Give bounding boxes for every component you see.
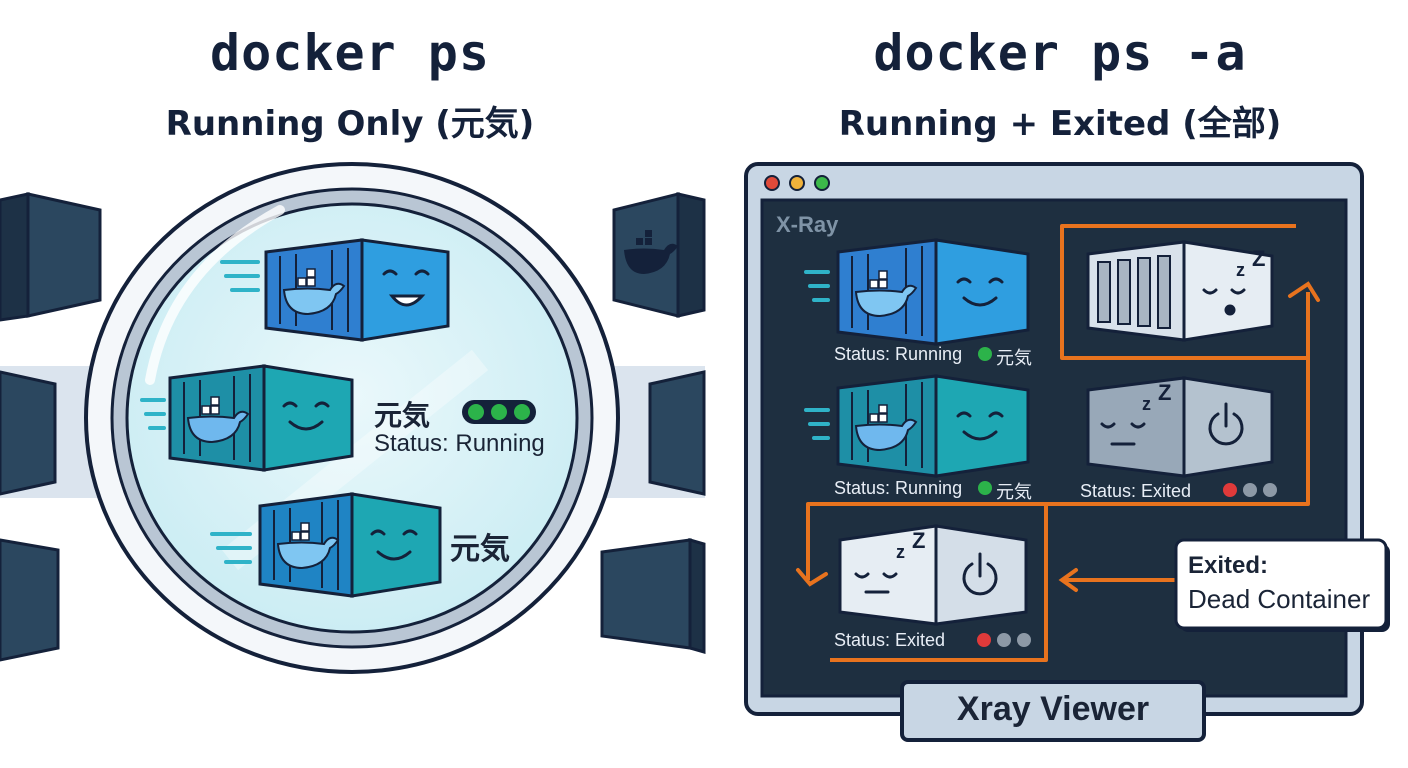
status-lights-green <box>462 400 536 424</box>
xray-exited-container-1: z Z <box>1086 240 1274 342</box>
left-command-title: docker ps <box>210 24 490 82</box>
lens-glare <box>145 205 285 385</box>
power-icon <box>1208 402 1244 446</box>
window-close-dot[interactable] <box>764 175 780 191</box>
label-genki-2: 元気 <box>450 533 510 566</box>
docker-whale-icon <box>624 230 678 274</box>
smile-face-icon <box>956 411 1004 441</box>
label-genki-1: 元気 <box>374 400 431 431</box>
status-dot-green <box>978 481 992 495</box>
xray-exited-container-3: z Z <box>838 524 1031 647</box>
genki-text-1: 元気 <box>996 348 1032 368</box>
smile-face-icon <box>282 401 330 431</box>
background-box-right-bottom <box>600 538 706 654</box>
smile-face-icon <box>956 277 1004 307</box>
running-container-3 <box>210 492 442 598</box>
status-text-exited-2: Status: Exited <box>834 630 946 650</box>
power-icon <box>962 552 998 596</box>
svg-text:Z: Z <box>1158 380 1171 405</box>
status-text-running-2: Status: Running <box>834 478 963 498</box>
exited-callout <box>1174 538 1388 630</box>
docker-whale-icon <box>282 268 346 316</box>
zzz-icon: z <box>1236 260 1245 280</box>
xray-viewer-tab <box>900 680 1206 742</box>
right-command-title: docker ps -a <box>873 24 1247 82</box>
happy-face-icon <box>382 269 430 307</box>
docker-whale-icon <box>854 404 918 452</box>
label-status-running: Status: Running <box>374 430 545 457</box>
xray-running-container-1 <box>804 238 1030 361</box>
xray-panel-label: X-Ray <box>776 212 839 237</box>
background-box-right-mid <box>648 370 706 496</box>
svg-text:Z: Z <box>912 528 925 553</box>
sleeping-face-icon <box>1202 288 1246 316</box>
docker-whale-icon <box>276 522 340 570</box>
callout-title: Exited: <box>1188 552 1269 579</box>
background-box-right-top <box>612 192 706 318</box>
status-text-exited-1: Status: Exited <box>1080 481 1192 501</box>
sleeping-face-icon <box>854 572 898 594</box>
sleeping-face-icon <box>1100 422 1146 446</box>
callout-body: Dead Container <box>1188 584 1371 614</box>
running-container-2 <box>140 364 354 472</box>
exited-flow-lines <box>806 224 1310 662</box>
zzz-icon: z <box>896 542 905 562</box>
zzz-icon: z <box>1142 394 1151 414</box>
status-dots-red <box>977 633 1031 647</box>
background-box-left-top <box>0 192 102 322</box>
docker-whale-icon <box>186 396 250 444</box>
svg-text:Z: Z <box>1252 246 1265 271</box>
running-container-1 <box>220 238 450 342</box>
xray-viewer-label: Xray Viewer <box>956 690 1150 728</box>
status-dot-green <box>978 347 992 361</box>
right-subtitle: Running + Exited (全部) <box>838 104 1282 144</box>
window-maximize-dot[interactable] <box>814 175 830 191</box>
left-subtitle: Running Only (元気) <box>165 104 535 144</box>
status-text-running-1: Status: Running <box>834 344 963 364</box>
smile-face-icon <box>370 529 418 561</box>
arrow-heads <box>796 281 1320 592</box>
background-box-left-mid <box>0 370 57 496</box>
window-minimize-dot[interactable] <box>789 175 805 191</box>
docker-whale-icon <box>854 270 918 318</box>
xray-exited-container-2: z Z <box>1086 376 1277 497</box>
status-dots-red <box>1223 483 1277 497</box>
background-box-left-bottom <box>0 538 60 662</box>
genki-text-2: 元気 <box>996 482 1032 502</box>
xray-running-container-2 <box>804 374 1030 495</box>
